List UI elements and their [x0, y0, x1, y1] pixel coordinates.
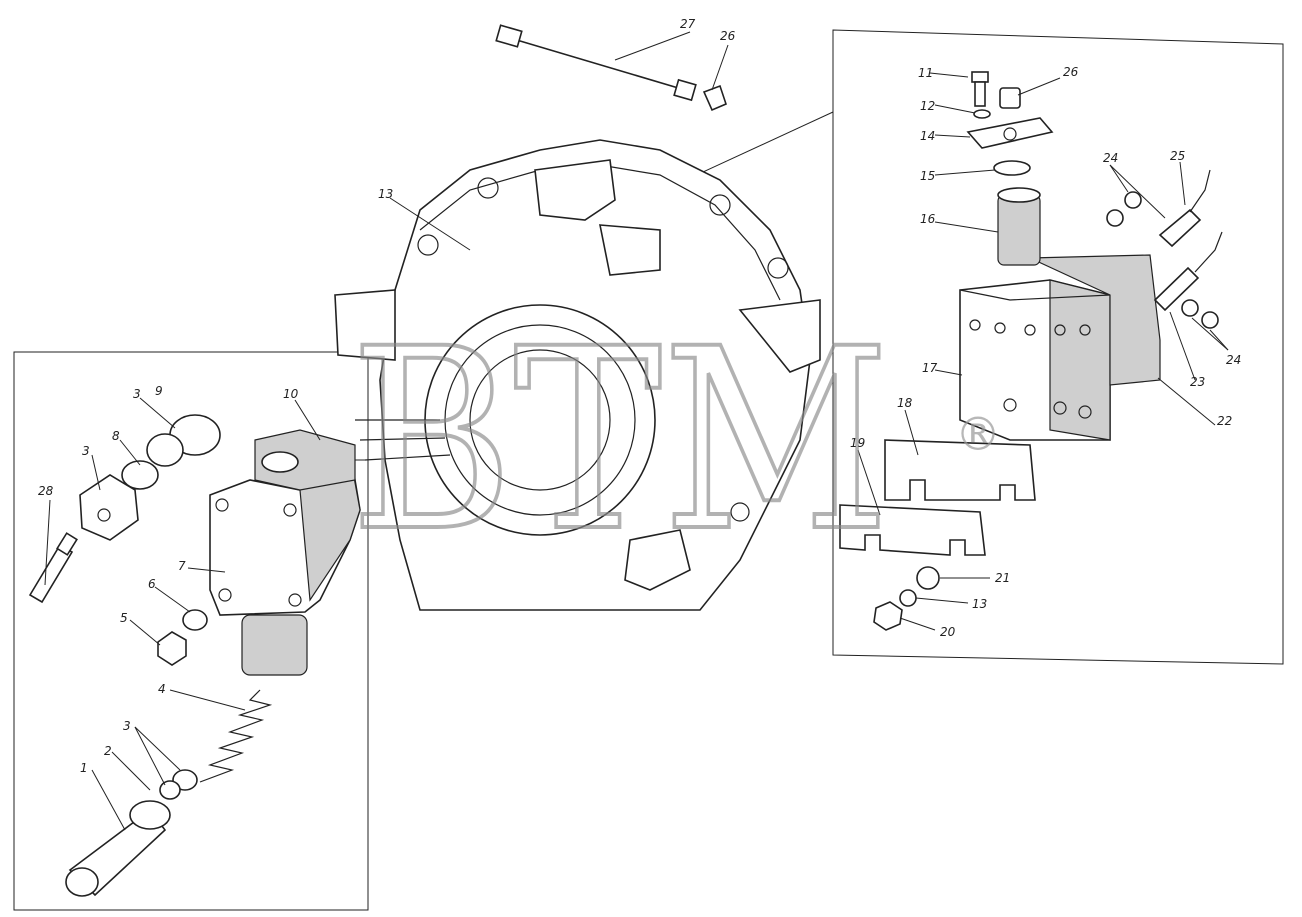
label-24: 24	[1226, 353, 1241, 367]
right-inset-frame	[832, 29, 1284, 665]
washer-6	[182, 609, 208, 631]
leader-lines	[44, 31, 1229, 831]
label-8: 8	[112, 429, 120, 443]
label-23: 23	[1190, 375, 1205, 389]
label-28: 28	[38, 484, 54, 498]
washer-13-top	[973, 109, 991, 119]
tube-27	[495, 24, 697, 102]
plate-14	[966, 117, 1054, 149]
label-14-plate: 14	[920, 129, 935, 143]
label-20: 20	[940, 625, 956, 639]
washer-21	[916, 566, 940, 590]
fitting-26-top	[702, 84, 727, 112]
label-3: 3	[82, 444, 90, 458]
nut-5	[157, 631, 187, 666]
bolt-12	[971, 71, 989, 83]
sleeve	[241, 614, 308, 676]
nut-20	[873, 601, 903, 631]
label-26: 26	[720, 29, 736, 43]
label-9: 9	[155, 384, 163, 398]
label-15: 15	[920, 169, 935, 183]
plug-9	[146, 414, 221, 467]
label-4: 4	[158, 682, 166, 696]
fitting-28	[28, 532, 78, 604]
washer-8	[121, 460, 159, 490]
filter-16	[997, 187, 1041, 266]
label-26: 26	[1063, 65, 1079, 79]
ring-15	[993, 160, 1031, 176]
label-3: 3	[123, 719, 131, 733]
fitting-25	[1158, 169, 1211, 248]
label-12: 11	[918, 66, 933, 80]
plate-18	[884, 439, 1036, 501]
label-7: 7	[178, 559, 186, 573]
valve-block-17	[959, 279, 1111, 441]
label-16: 16	[920, 212, 936, 226]
label-3: 3	[133, 387, 141, 401]
label-5: 5	[120, 611, 128, 625]
watermark-registered-mark: ®	[955, 407, 1001, 461]
plug-26-right	[999, 87, 1021, 109]
label-1: 1	[80, 761, 88, 775]
nut-8	[79, 474, 139, 541]
label-18: 18	[897, 396, 913, 410]
label-6: 6	[148, 577, 156, 591]
ring-24a	[1124, 191, 1142, 209]
spring-4	[199, 689, 273, 783]
label-22: 22	[1217, 414, 1232, 428]
label-13: 13	[972, 597, 987, 611]
washer-13-bottom	[899, 589, 917, 607]
label-2: 2	[104, 744, 112, 758]
label-27: 27	[680, 17, 696, 31]
fitting-23	[1153, 231, 1223, 312]
label-25: 25	[1170, 149, 1185, 163]
left-inset-frame	[13, 351, 369, 911]
label-10: 10	[283, 387, 299, 401]
label-14-housing: 13	[378, 187, 393, 201]
watermark: BTM	[350, 295, 890, 586]
ring-24b	[1181, 299, 1199, 317]
label-24: 24	[1103, 151, 1118, 165]
label-17: 17	[922, 361, 938, 375]
part-number-labels: 1 2 3 3 3 4 5 6 7 8 9 10 11 12 13 13 14 …	[38, 17, 1241, 775]
label-19: 19	[850, 436, 865, 450]
cap-10	[254, 429, 356, 491]
plunger-1	[65, 800, 171, 897]
plate-19	[839, 504, 986, 556]
label-21: 21	[995, 571, 1010, 585]
clutch-housing	[334, 139, 821, 611]
valve-body-7	[209, 448, 361, 616]
label-13: 12	[920, 99, 935, 113]
